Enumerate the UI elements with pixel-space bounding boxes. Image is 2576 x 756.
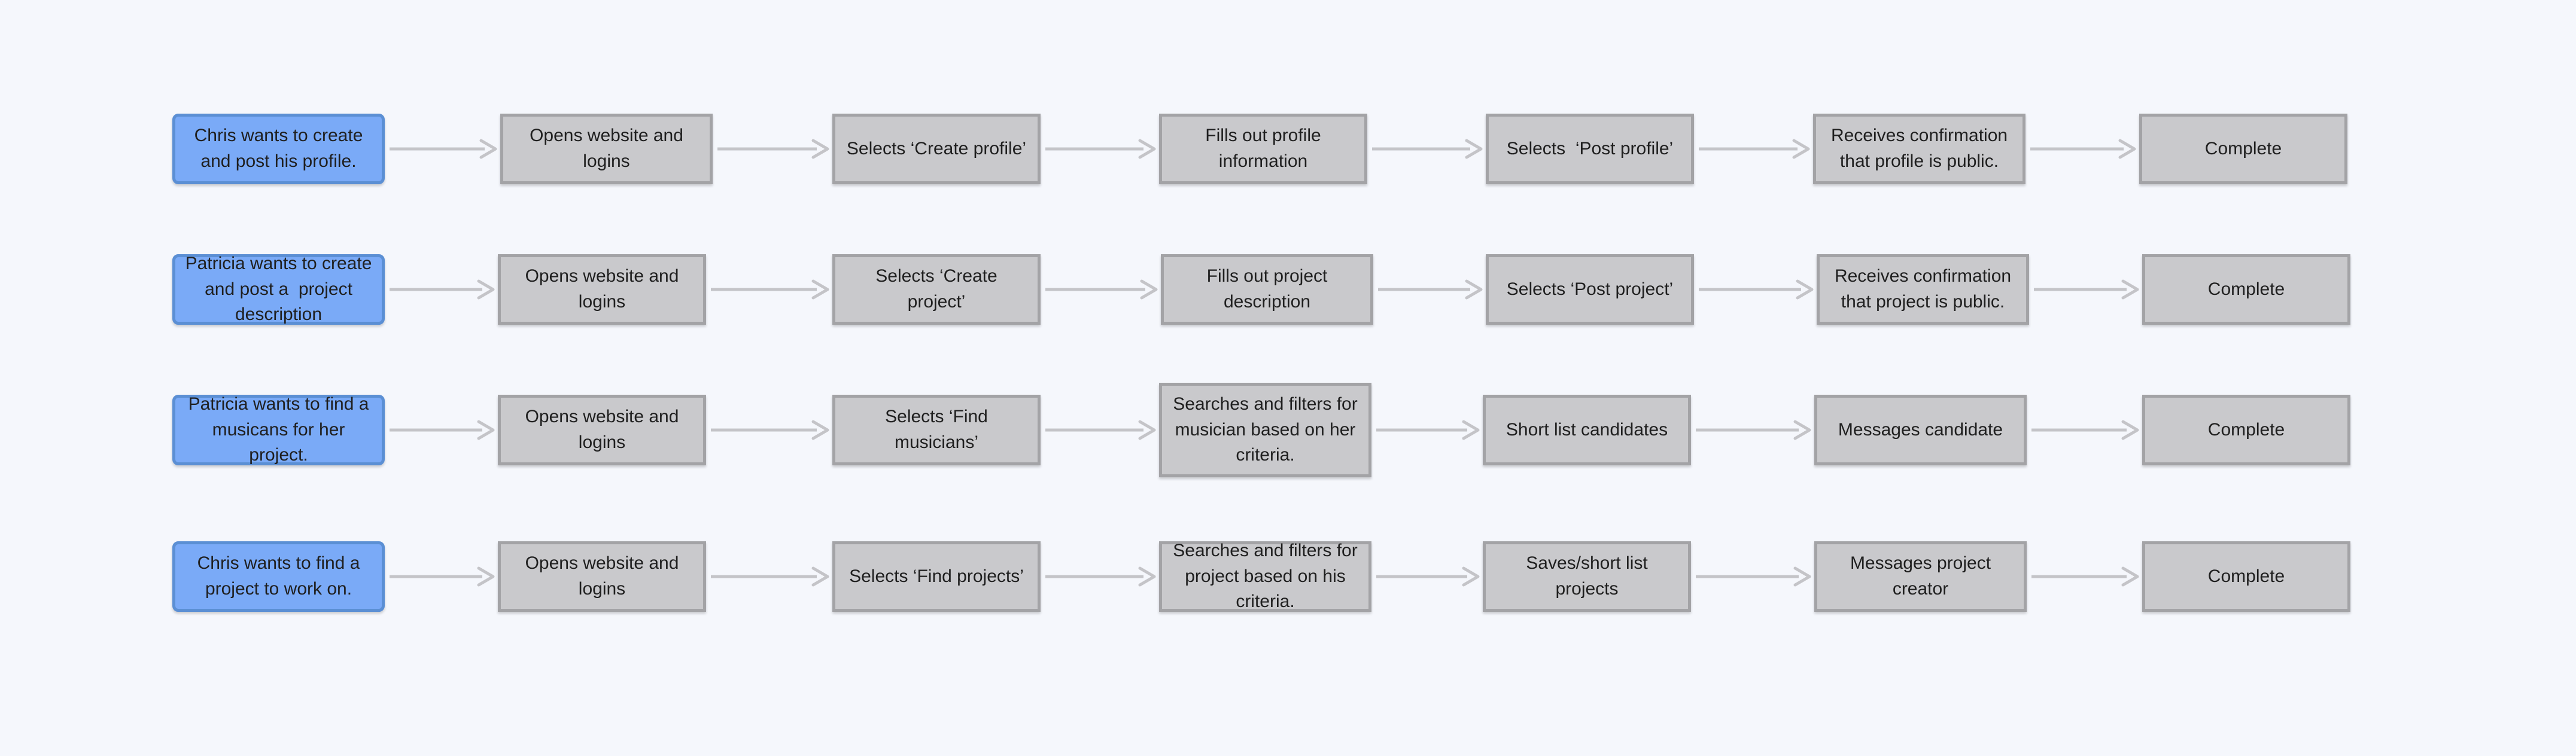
- flow-node-label: Complete: [2207, 279, 2285, 299]
- flow-step-node[interactable]: Messages project creator: [1814, 541, 2027, 612]
- flow-step-node[interactable]: Searches and filters for project based o…: [1159, 541, 1371, 612]
- flow-start-node[interactable]: Patricia wants to find a musicans for he…: [172, 394, 385, 465]
- flow-step-node[interactable]: Receives confirmation that profile is pu…: [1813, 114, 2025, 184]
- flow-node-label: Patricia wants to create and post a proj…: [185, 254, 377, 325]
- connector-arrow: [1696, 566, 1811, 587]
- flow-node-label: Selects ‘Post project’: [1506, 279, 1674, 299]
- flow-node-label: Searches and filters for project based o…: [1173, 541, 1363, 612]
- flow-node-label: Selects ‘Find projects’: [849, 566, 1024, 586]
- flow-step-node[interactable]: Selects ‘Post project’: [1486, 254, 1694, 325]
- flow-node-label: Receives confirmation that profile is pu…: [1830, 126, 2013, 171]
- flow-node-label: Opens website and logins: [530, 126, 689, 171]
- flow-step-node[interactable]: Selects ‘Post profile’: [1486, 114, 1694, 184]
- flow-step-node[interactable]: Selects ‘Create project’: [832, 254, 1041, 325]
- connector-arrow: [1376, 566, 1480, 587]
- flow-step-node[interactable]: Opens website and logins: [498, 395, 706, 465]
- flow-start-node[interactable]: Patricia wants to create and post a proj…: [172, 254, 385, 325]
- flow-node-label: Fills out project description: [1206, 266, 1333, 312]
- flow-step-node[interactable]: Opens website and logins: [498, 254, 706, 325]
- flow-step-node[interactable]: Searches and filters for musician based …: [1159, 383, 1371, 477]
- flow-step-node[interactable]: Complete: [2142, 395, 2350, 465]
- flow-step-node[interactable]: Opens website and logins: [500, 114, 713, 184]
- flow-node-label: Selects ‘Create profile’: [846, 138, 1027, 158]
- flow-step-node[interactable]: Saves/short list projects: [1483, 541, 1691, 612]
- flow-node-label: Selects ‘Create project’: [875, 266, 1003, 312]
- flow-step-node[interactable]: Selects ‘Create profile’: [832, 114, 1041, 184]
- flow-node-label: Receives confirmation that project is pu…: [1834, 266, 2017, 312]
- flow-step-node[interactable]: Selects ‘Find musicians’: [832, 395, 1041, 465]
- connector-arrow: [2031, 566, 2139, 587]
- flow-node-label: Selects ‘Find musicians’: [885, 407, 993, 452]
- flow-node-label: Complete: [2207, 419, 2285, 440]
- connector-arrow: [1045, 566, 1156, 587]
- flow-step-node[interactable]: Fills out project description: [1161, 254, 1373, 325]
- flow-node-label: Chris wants to find a project to work on…: [197, 553, 365, 599]
- flow-step-node[interactable]: Opens website and logins: [498, 541, 706, 612]
- flow-node-label: Patricia wants to find a musicans for he…: [188, 394, 374, 465]
- flow-node-label: Messages project creator: [1850, 553, 1996, 599]
- flow-node-label: Short list candidates: [1506, 419, 1668, 440]
- flow-step-node[interactable]: Fills out profile information: [1159, 114, 1367, 184]
- flow-node-label: Complete: [2204, 138, 2282, 158]
- flow-node-label: Fills out profile information: [1205, 126, 1327, 171]
- flow-node-label: Opens website and logins: [525, 266, 684, 312]
- flow-step-node[interactable]: Messages candidate: [1814, 395, 2027, 465]
- flow-node-label: Chris wants to create and post his profi…: [194, 126, 368, 171]
- connector-arrow: [390, 566, 495, 587]
- flow-step-node[interactable]: Complete: [2142, 254, 2350, 325]
- flow-node-label: Messages candidate: [1838, 419, 2003, 440]
- flow-step-node[interactable]: Receives confirmation that project is pu…: [1817, 254, 2029, 325]
- flow-step-node[interactable]: Complete: [2139, 114, 2347, 184]
- flow-node-label: Searches and filters for musician based …: [1173, 394, 1363, 465]
- flow-node-label: Opens website and logins: [525, 553, 684, 599]
- flow-step-node[interactable]: Complete: [2142, 541, 2350, 612]
- flow-start-node[interactable]: Chris wants to create and post his profi…: [172, 114, 385, 184]
- flow-node-label: Selects ‘Post profile’: [1506, 138, 1674, 158]
- flow-step-node[interactable]: Selects ‘Find projects’: [832, 541, 1041, 612]
- flow-node-label: Opens website and logins: [525, 407, 684, 452]
- flow-node-label: Complete: [2207, 566, 2285, 586]
- flow-node-label: Saves/short list projects: [1526, 553, 1653, 599]
- connector-arrow: [711, 566, 829, 587]
- flow-start-node[interactable]: Chris wants to find a project to work on…: [172, 541, 385, 612]
- flow-step-node[interactable]: Short list candidates: [1483, 395, 1691, 465]
